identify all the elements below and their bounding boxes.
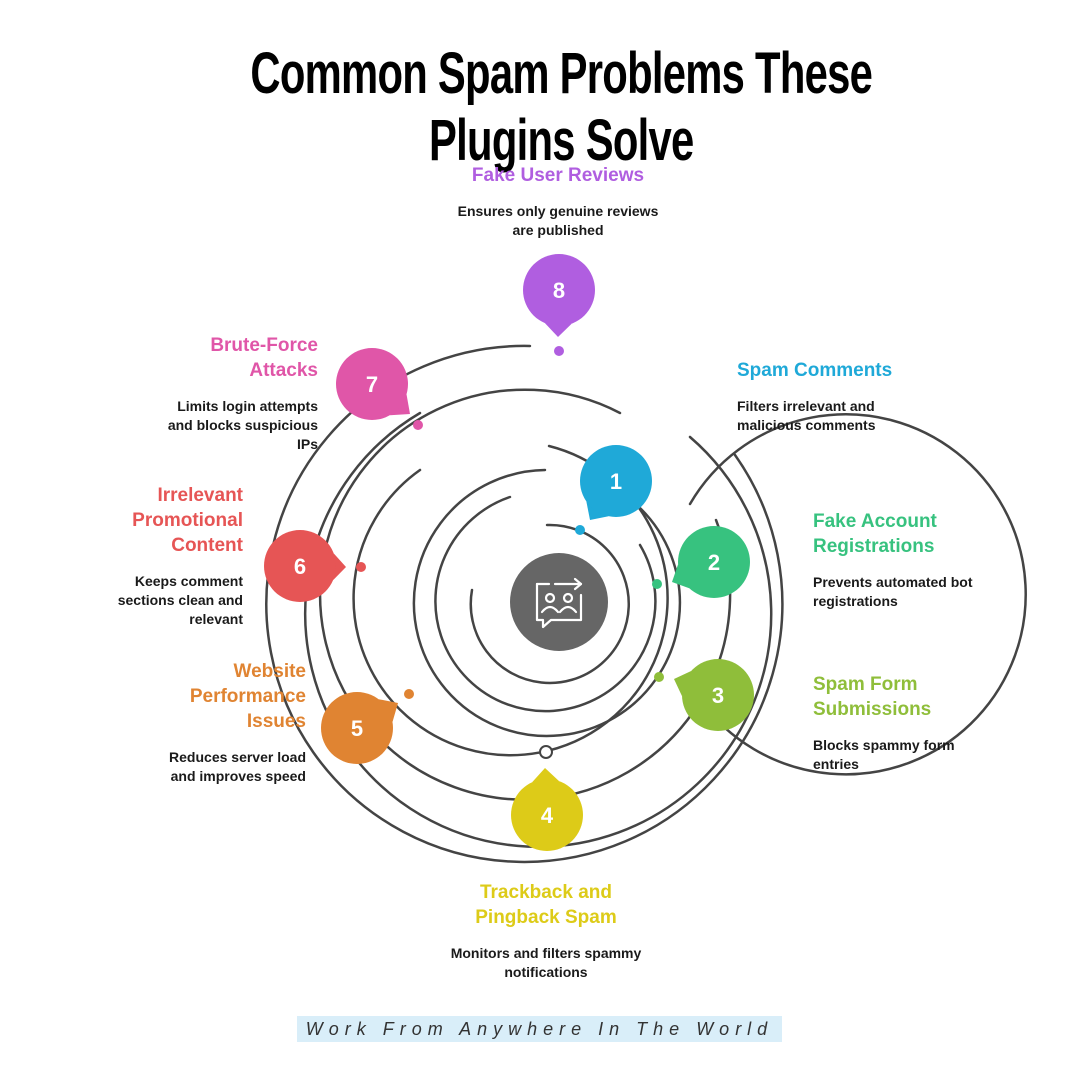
item-1-title: Spam Comments xyxy=(737,360,893,381)
connector-dots xyxy=(356,346,664,759)
dot-3 xyxy=(654,672,664,682)
dot-8 xyxy=(554,346,564,356)
marker-number-3: 3 xyxy=(712,683,724,708)
item-7-desc: Limits login attempts and blocks suspici… xyxy=(167,398,318,452)
marker-tail-8 xyxy=(544,323,572,337)
marker-circle-8 xyxy=(523,254,595,326)
dot-1 xyxy=(575,525,585,535)
ring-5 xyxy=(688,413,1027,776)
marker-6: 6 xyxy=(264,530,346,602)
marker-number-1: 1 xyxy=(610,469,622,494)
center-hub xyxy=(510,553,608,651)
ring-2 xyxy=(434,495,657,713)
item-2-desc: Prevents automated bot registrations xyxy=(813,574,973,609)
dot-2 xyxy=(652,579,662,589)
marker-5: 5 xyxy=(321,692,398,764)
ring-3 xyxy=(412,468,682,738)
footer-banner: Work From Anywhere In The World xyxy=(297,1016,782,1042)
marker-circle-4 xyxy=(511,779,583,851)
item-8-block: Fake User Reviews Ensures only genuine r… xyxy=(430,163,686,240)
item-3-block: Spam Form Submissions Blocks spammy form… xyxy=(813,672,993,774)
marker-number-4: 4 xyxy=(541,803,554,828)
marker-number-8: 8 xyxy=(553,278,565,303)
dot-6 xyxy=(356,562,366,572)
marker-number-2: 2 xyxy=(708,550,720,575)
marker-tail-4 xyxy=(532,768,559,783)
item-6-title: Irrelevant Promotional Content xyxy=(132,485,243,556)
marker-number-7: 7 xyxy=(366,372,378,397)
marker-2: 2 xyxy=(672,526,750,598)
marker-circle-2 xyxy=(678,526,750,598)
marker-number-5: 5 xyxy=(351,716,363,741)
marker-circle-6 xyxy=(264,530,336,602)
item-1-desc: Filters irrelevant and malicious comment… xyxy=(737,398,876,433)
dot-7 xyxy=(413,420,423,430)
marker-3: 3 xyxy=(674,659,754,731)
item-5-block: Website Performance Issues Reduces serve… xyxy=(126,659,306,786)
item-7-title: Brute-Force Attacks xyxy=(210,335,318,381)
item-5-title: Website Performance Issues xyxy=(189,661,306,732)
marker-circle-1 xyxy=(580,445,652,517)
marker-8: 8 xyxy=(523,254,595,337)
marker-number-6: 6 xyxy=(294,554,306,579)
item-8-desc: Ensures only genuine reviews are publish… xyxy=(457,203,659,238)
item-2-block: Fake Account Registrations Prevents auto… xyxy=(813,509,993,611)
item-6-desc: Keeps comment sections clean and relevan… xyxy=(117,573,243,627)
item-4-title: Trackback and Pingback Spam xyxy=(475,882,617,928)
item-5-desc: Reduces server load and improves speed xyxy=(169,749,306,784)
ring-8 xyxy=(265,344,784,864)
item-4-desc: Monitors and filters spammy notification… xyxy=(450,945,642,980)
marker-tail-6 xyxy=(333,553,346,581)
dot-5 xyxy=(404,689,414,699)
marker-circle-7 xyxy=(336,348,408,420)
item-6-block: Irrelevant Promotional Content Keeps com… xyxy=(92,483,243,629)
marker-1: 1 xyxy=(580,445,652,520)
item-3-title: Spam Form Submissions xyxy=(813,674,932,720)
page-title: Common Spam Problems These Plugins Solve xyxy=(250,41,873,173)
chat-users-icon xyxy=(535,577,583,629)
marker-circle-5 xyxy=(321,692,393,764)
item-1-block: Spam Comments Filters irrelevant and mal… xyxy=(737,358,977,435)
marker-7: 7 xyxy=(336,348,410,420)
marker-4: 4 xyxy=(511,768,583,851)
item-2-title: Fake Account Registrations xyxy=(813,511,937,557)
dot-4 xyxy=(539,745,553,759)
item-7-block: Brute-Force Attacks Limits login attempt… xyxy=(148,333,318,454)
item-4-block: Trackback and Pingback Spam Monitors and… xyxy=(420,880,672,982)
item-3-desc: Blocks spammy form entries xyxy=(813,737,955,772)
marker-circle-3 xyxy=(682,659,754,731)
ring-1 xyxy=(469,523,630,685)
item-8-title: Fake User Reviews xyxy=(471,165,645,186)
